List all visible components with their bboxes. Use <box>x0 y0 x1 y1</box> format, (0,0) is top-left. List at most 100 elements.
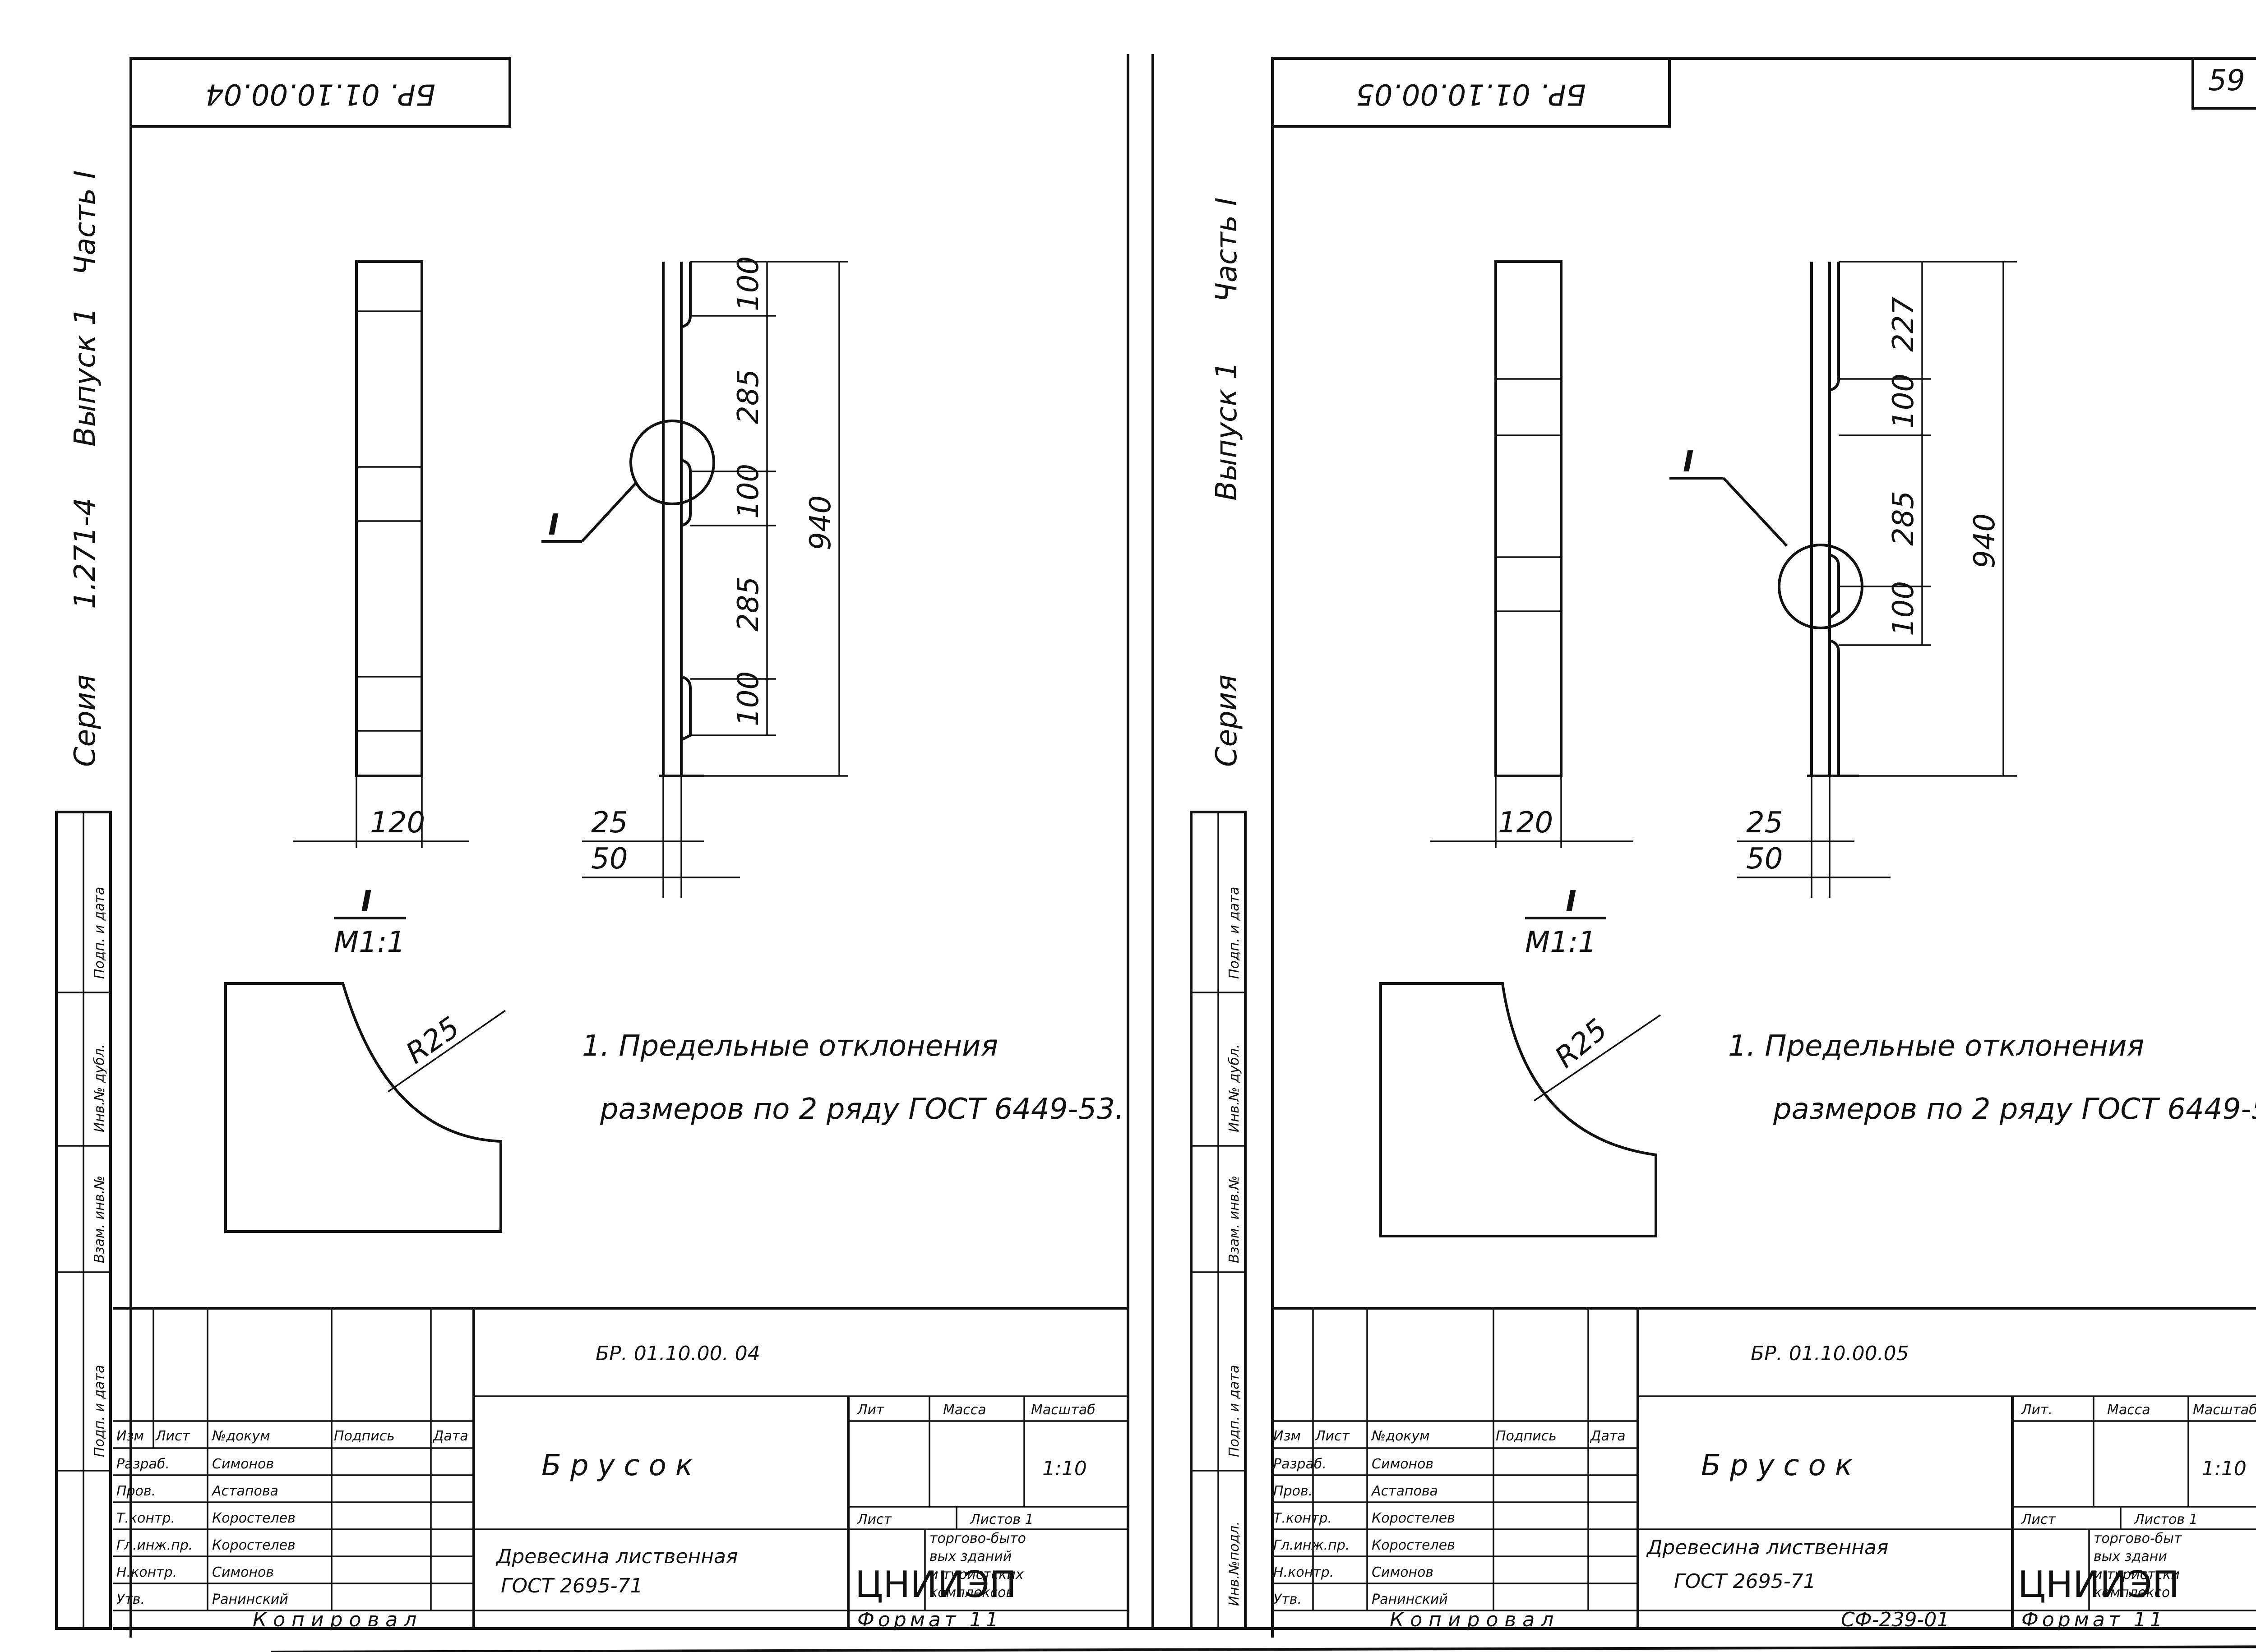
side-stamp-left-3: Взам. инв.№ <box>92 1176 107 1263</box>
svg-text:торгово-быто: торгово-быто <box>929 1531 1026 1546</box>
detail-callout-left: I <box>548 508 559 542</box>
doc-code-left: БР. 01.10.00. 04 <box>596 1342 760 1365</box>
svg-text:Ранинский: Ранинский <box>1372 1592 1448 1607</box>
detail-scale-left: М1:1 <box>334 926 405 959</box>
material-2-right: ГОСТ 2695-71 <box>1674 1570 1816 1593</box>
svg-text:Подпись: Подпись <box>334 1428 395 1444</box>
material-1-left: Древесина лиственная <box>495 1545 738 1568</box>
scale-right: 1:10 <box>2202 1457 2247 1480</box>
svg-text:Утв.: Утв. <box>116 1592 145 1607</box>
dim-part-4-right: 100 <box>1887 581 1920 636</box>
bar-profile-right: I 227 100 285 100 940 25 50 <box>1669 261 2017 898</box>
svg-text:вых здани: вых здани <box>2094 1549 2167 1564</box>
top-code-left: БР. 01.10.00.04 <box>205 77 435 111</box>
issue-label-right: Выпуск 1 <box>1210 361 1244 501</box>
side-stamp-right: Инв.№подл. Подп. и дата Взам. инв.№ Инв.… <box>1190 811 1247 1630</box>
series-number-left: 1.271-4 <box>69 498 102 609</box>
top-code-right: БР. 01.10.00.05 <box>1356 77 1586 111</box>
svg-text:Масштаб: Масштаб <box>1031 1402 1096 1418</box>
issue-label-left: Выпуск 1 <box>69 307 102 447</box>
note-line1-left: 1. Предельные отклонения <box>582 1029 998 1063</box>
note-line2-right: размеров по 2 ряду ГОСТ 6449-53 <box>1773 1093 2256 1126</box>
bar-front-view-right: 120 <box>1430 260 1633 848</box>
svg-text:Листов 1: Листов 1 <box>2134 1512 2198 1527</box>
svg-text:Астапова: Астапова <box>1371 1483 1438 1499</box>
svg-text:комплексов: комплексов <box>929 1585 1014 1601</box>
svg-text:Лист: Лист <box>857 1512 892 1527</box>
svg-text:Дата: Дата <box>432 1428 468 1444</box>
svg-text:Пров.: Пров. <box>1273 1483 1313 1499</box>
dim-total-left: 940 <box>804 495 837 550</box>
side-stamp-left: Подп. и дата Инв.№ дубл. Взам. инв.№ Под… <box>55 811 112 1630</box>
svg-text:и туристски: и туристски <box>2094 1567 2180 1583</box>
side-title-right: Серия Выпуск 1 Часть I <box>1210 198 1244 767</box>
svg-text:Лит: Лит <box>857 1402 885 1418</box>
svg-text:Изм: Изм <box>1273 1428 1301 1444</box>
detail-shape-left <box>224 982 502 1233</box>
title-block-left: БР. 01.10.00. 04 Брусок Древесина листве… <box>113 1307 1128 1631</box>
radius-label-right: R25 <box>1549 1013 1614 1075</box>
dim-part-3-right: 285 <box>1887 491 1920 546</box>
dim-part-2-right: 100 <box>1887 374 1920 429</box>
svg-text:Разраб.: Разраб. <box>1273 1456 1327 1472</box>
width-dim-right: 120 <box>1498 806 1553 840</box>
part-name-left: Брусок <box>541 1449 702 1482</box>
bar-outline-right <box>1494 260 1563 777</box>
svg-text:и туристских: и туристских <box>929 1567 1024 1583</box>
svg-text:Гл.инж.пр.: Гл.инж.пр. <box>116 1537 193 1553</box>
part-label-left: Часть I <box>69 171 102 276</box>
bar-front-view-left: 120 <box>293 260 469 848</box>
detail-view-left: I М1:1 R25 <box>224 885 506 1233</box>
bar-profile-left: I 100 285 100 285 100 940 25 50 <box>541 256 848 898</box>
svg-text:Астапова: Астапова <box>211 1483 278 1499</box>
svg-text:Дата: Дата <box>1590 1428 1626 1444</box>
svg-text:Ранинский: Ранинский <box>212 1592 288 1607</box>
bar-outline-left <box>355 260 423 777</box>
dim-part-5-left: 100 <box>732 671 765 726</box>
format-right: Формат 11 <box>2021 1608 2166 1631</box>
svg-text:Т.контр.: Т.контр. <box>1273 1510 1332 1526</box>
dim-25-left: 25 <box>591 806 628 840</box>
svg-text:Утв.: Утв. <box>1273 1592 1302 1607</box>
svg-text:вых зданий: вых зданий <box>929 1549 1012 1564</box>
page-number-box: 59 <box>2191 57 2256 110</box>
side-stamp-right-5: Подп. и дата <box>1226 887 1242 979</box>
svg-text:Масштаб: Масштаб <box>2193 1402 2256 1418</box>
side-stamp-right-2: Подп. и дата <box>1226 1365 1242 1457</box>
sheet-left: БР. 01.10.00.04 Серия 1.271-4 Выпуск 1 Ч… <box>55 57 1128 1631</box>
part-label-right: Часть I <box>1210 198 1244 303</box>
page-number-frame <box>2191 57 2256 110</box>
detail-view-right: I М1:1 R25 <box>1379 885 1661 1237</box>
side-stamp-left-4: Подп. и дата <box>92 1365 107 1457</box>
dim-part-3-left: 100 <box>732 464 765 519</box>
series-label-left: Серия <box>69 674 102 767</box>
svg-text:№докум: №докум <box>1371 1428 1430 1444</box>
dim-part-4-left: 285 <box>732 577 765 632</box>
part-name-right: Брусок <box>1701 1449 1861 1482</box>
dim-25-right: 25 <box>1746 806 1783 840</box>
dim-total-right: 940 <box>1968 513 2002 568</box>
org-right: ЦНИИЭП <box>2018 1564 2179 1606</box>
format-left: Формат 11 <box>857 1608 1002 1631</box>
svg-text:Лист: Лист <box>1315 1428 1350 1444</box>
side-stamp-right-4: Инв.№ дубл. <box>1226 1044 1242 1132</box>
svg-text:торгово-быт: торгово-быт <box>2094 1531 2182 1546</box>
detail-circle-left <box>629 420 715 505</box>
side-stamp-right-1: Инв.№подл. <box>1226 1521 1242 1606</box>
svg-text:Масса: Масса <box>943 1402 986 1418</box>
svg-text:Разраб.: Разраб. <box>116 1456 170 1472</box>
svg-text:Н.контр.: Н.контр. <box>116 1564 177 1580</box>
note-line2-left: размеров по 2 ряду ГОСТ 6449-53. <box>600 1093 1124 1126</box>
material-1-right: Древесина лиственная <box>1646 1536 1888 1559</box>
svg-text:Пров.: Пров. <box>116 1483 156 1499</box>
copied-right: Копировал <box>1390 1608 1560 1631</box>
svg-text:Лит.: Лит. <box>2021 1402 2053 1418</box>
title-block-right: БР. 01.10.00.05 Брусок Древесина листвен… <box>1272 1307 2256 1631</box>
doc-code-right: БР. 01.10.00.05 <box>1751 1342 1909 1365</box>
detail-title-right: I <box>1566 885 1576 918</box>
page-number: 59 <box>2208 64 2245 97</box>
svg-text:Коростелев: Коростелев <box>1372 1510 1455 1526</box>
svg-text:Коростелев: Коростелев <box>212 1537 296 1553</box>
side-stamp-left-2: Инв.№ дубл. <box>92 1044 107 1132</box>
